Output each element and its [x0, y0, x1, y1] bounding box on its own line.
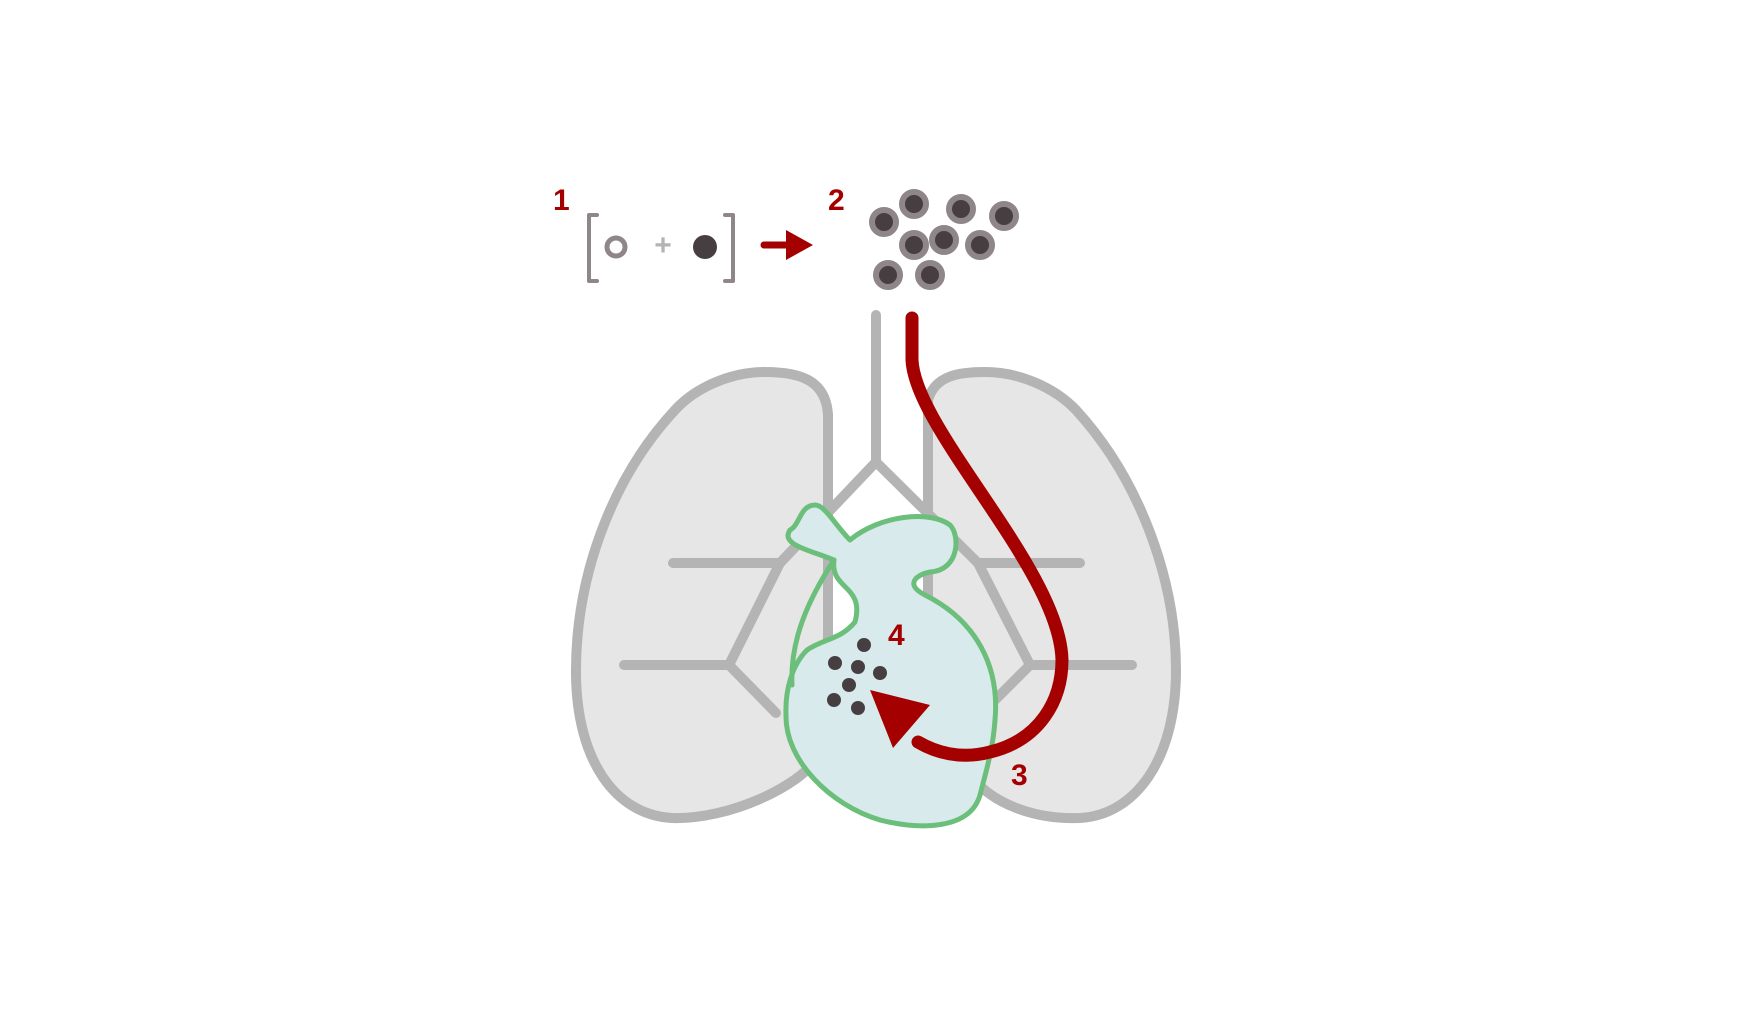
particle: [873, 260, 903, 290]
plus-sign: +: [654, 229, 672, 262]
dot: [828, 656, 842, 670]
step1-label: 1: [553, 184, 570, 217]
step2-label: 2: [828, 184, 845, 217]
step3-label: 3: [1011, 759, 1028, 792]
particle: [899, 189, 929, 219]
step2-particles: [869, 189, 1019, 290]
particle: [869, 207, 899, 237]
step4-label: 4: [888, 619, 905, 652]
dot: [827, 693, 841, 707]
particle: [989, 201, 1019, 231]
heart-vessel-curve: [789, 557, 837, 688]
blood-vessel-line: [905, 311, 1069, 762]
blood-vessel-path: [870, 311, 1069, 762]
particle: [929, 225, 959, 255]
left-lung-shape: [570, 367, 833, 824]
dot: [851, 701, 865, 715]
dot: [857, 638, 871, 652]
dot: [851, 660, 865, 674]
open-circle-icon: [604, 235, 628, 259]
dot: [873, 666, 887, 680]
heart-shape: [783, 502, 999, 829]
arrow-right-icon: [760, 230, 813, 260]
filled-circle-icon: [693, 235, 717, 259]
dot: [842, 678, 856, 692]
step4-particles: [827, 638, 887, 715]
left-bracket: [587, 213, 599, 283]
step1-reactants: +: [587, 213, 735, 283]
particle: [899, 230, 929, 260]
blood-vessel-arrowhead: [870, 690, 930, 748]
right-bracket: [723, 213, 735, 283]
particle: [965, 230, 995, 260]
particle: [946, 194, 976, 224]
right-bronchus: [871, 457, 1035, 710]
heart: [783, 502, 999, 829]
particle: [915, 260, 945, 290]
left-lung: [570, 367, 833, 824]
